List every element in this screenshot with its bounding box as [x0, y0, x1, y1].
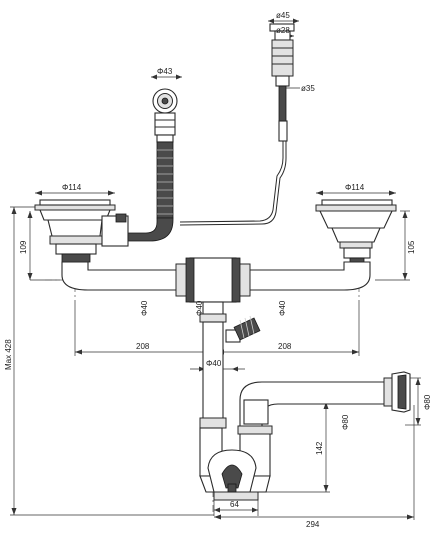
dim-label-d45: ø45	[276, 11, 290, 20]
dimension-labels: ø45 ø28 ø35 Φ43 Φ114 Φ114 109 105 Max 42…	[4, 11, 432, 529]
dim-label-max428: Max 428	[4, 339, 13, 370]
wall-connector	[383, 371, 411, 413]
dim-label-phi40-center: Φ40	[195, 300, 204, 316]
dim-label-h109: 109	[19, 240, 28, 254]
dim-label-d28: ø28	[276, 26, 290, 35]
dim-label-d35: ø35	[301, 84, 315, 93]
pop-up-button	[179, 23, 295, 226]
dim-label-phi40-trap: Φ40	[206, 359, 222, 368]
dim-label-phi40-right: Φ40	[278, 300, 287, 316]
appliance-connector	[225, 315, 261, 343]
overflow-hose	[127, 141, 174, 242]
center-tee	[185, 257, 241, 323]
dim-label-d80-end: Φ80	[423, 394, 432, 410]
dim-label-w208-left: 208	[136, 342, 150, 351]
outlet-pipe	[239, 381, 389, 427]
dim-label-d80-middle: Φ80	[341, 414, 350, 430]
dim-label-h105: 105	[407, 240, 416, 254]
left-drain-pipe	[61, 261, 191, 297]
dim-label-d43: Φ43	[157, 67, 173, 76]
dim-label-w294: 294	[306, 520, 320, 529]
right-drain-pipe	[235, 261, 371, 297]
right-strainer	[315, 199, 397, 265]
dim-label-d114-left: Φ114	[62, 183, 82, 192]
dim-label-h142: 142	[315, 441, 324, 455]
dim-label-d114-right: Φ114	[345, 183, 365, 192]
overflow-outlet	[152, 88, 178, 143]
dim-label-w208-right: 208	[278, 342, 292, 351]
dim-label-w64: 64	[230, 500, 239, 509]
bottle-trap	[199, 425, 273, 501]
dim-label-phi40-left: Φ40	[140, 300, 149, 316]
center-vertical-pipe	[199, 321, 227, 429]
left-strainer	[34, 199, 129, 263]
